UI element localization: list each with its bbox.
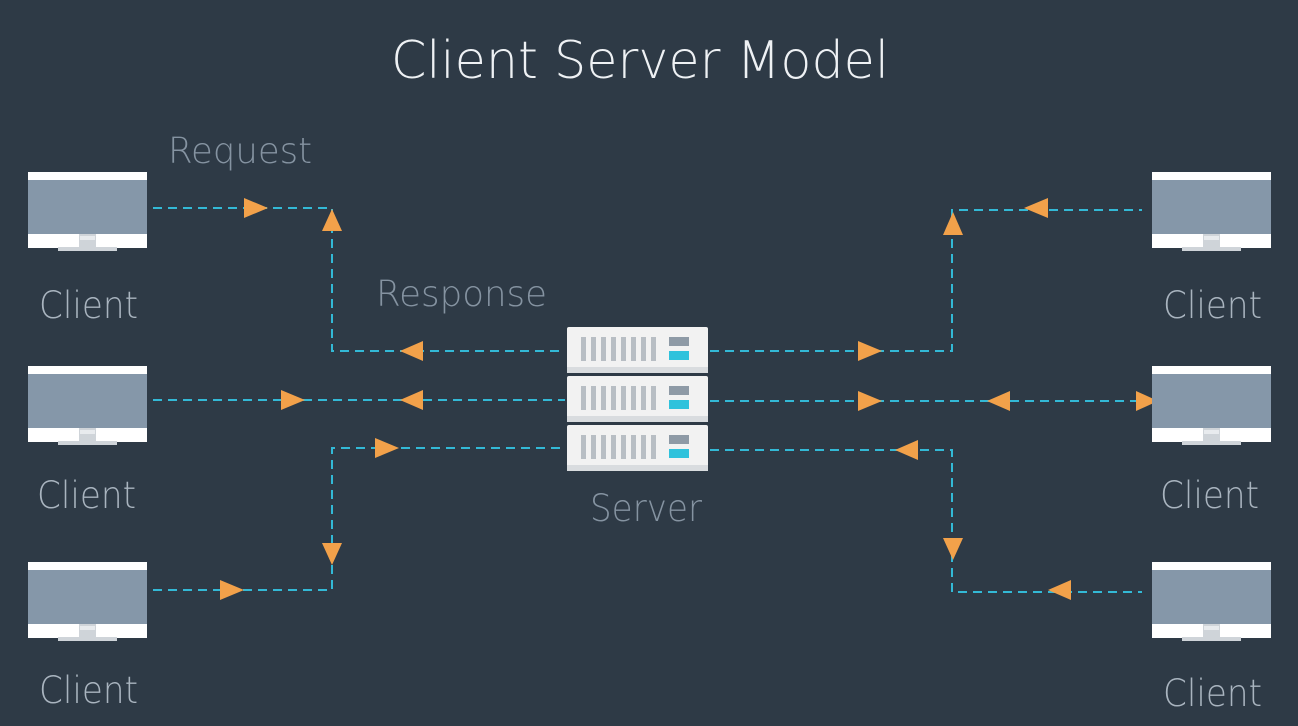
client-monitor-icon xyxy=(1152,172,1271,251)
arrow-icon xyxy=(943,538,963,560)
diagram-title: Client Server Model xyxy=(391,31,889,91)
connector-right-top xyxy=(710,209,1142,352)
arrow-icon xyxy=(858,341,882,361)
connector-lines xyxy=(153,207,1148,593)
client-monitor-icon xyxy=(28,172,147,251)
request-label: Request xyxy=(168,131,312,172)
server-slot xyxy=(621,337,626,361)
server-slot xyxy=(631,386,636,410)
server-slot xyxy=(591,337,596,361)
arrow-icon xyxy=(322,209,342,231)
arrow-icon xyxy=(895,440,918,460)
client-monitors xyxy=(28,172,1271,641)
server-slot xyxy=(591,386,596,410)
arrow-icon xyxy=(1024,198,1048,218)
arrow-icon xyxy=(220,580,244,600)
client-label: Client xyxy=(39,669,138,712)
server-slot xyxy=(631,337,636,361)
server-slot xyxy=(641,337,646,361)
client-label: Client xyxy=(39,284,138,327)
arrow-icon xyxy=(400,390,423,410)
client-label: Client xyxy=(1163,672,1262,715)
client-monitor-icon xyxy=(1152,562,1271,641)
response-label: Response xyxy=(376,274,547,315)
server-unit xyxy=(567,425,708,471)
server-slot xyxy=(641,435,646,459)
server-slot xyxy=(581,337,586,361)
server-slot xyxy=(651,435,656,459)
client-label: Client xyxy=(1163,284,1262,327)
arrow-icon xyxy=(281,390,305,410)
server-rack-icon xyxy=(567,327,708,471)
connector-left-top xyxy=(153,207,565,352)
server-slot xyxy=(611,337,616,361)
server-slot xyxy=(641,386,646,410)
server-slot xyxy=(581,435,586,459)
server-label: Server xyxy=(590,487,703,530)
server-slot xyxy=(601,435,606,459)
server-slot xyxy=(651,337,656,361)
direction-arrows xyxy=(220,198,1158,600)
arrow-icon xyxy=(1048,580,1071,600)
arrow-icon xyxy=(987,391,1010,411)
server-slot xyxy=(651,386,656,410)
server-slot xyxy=(581,386,586,410)
client-label: Client xyxy=(37,474,136,517)
server-slot xyxy=(601,337,606,361)
client-label: Client xyxy=(1160,474,1259,517)
arrow-icon xyxy=(400,341,423,361)
client-monitor-icon xyxy=(28,366,147,445)
arrow-icon xyxy=(244,198,268,218)
server-unit xyxy=(567,376,708,422)
server-slot xyxy=(601,386,606,410)
arrow-icon xyxy=(943,212,963,235)
arrow-icon xyxy=(375,438,399,458)
server-slot xyxy=(631,435,636,459)
server-slot xyxy=(621,435,626,459)
server-slot xyxy=(621,386,626,410)
server-slot xyxy=(591,435,596,459)
server-unit xyxy=(567,327,708,373)
client-monitor-icon xyxy=(1152,366,1271,445)
connector-left-bottom xyxy=(153,447,565,591)
server-slot xyxy=(611,386,616,410)
arrow-icon xyxy=(322,543,342,565)
server-slot xyxy=(611,435,616,459)
arrow-icon xyxy=(1136,391,1158,411)
arrow-icon xyxy=(858,391,882,411)
client-monitor-icon xyxy=(28,562,147,641)
connector-right-bottom xyxy=(710,449,1142,593)
